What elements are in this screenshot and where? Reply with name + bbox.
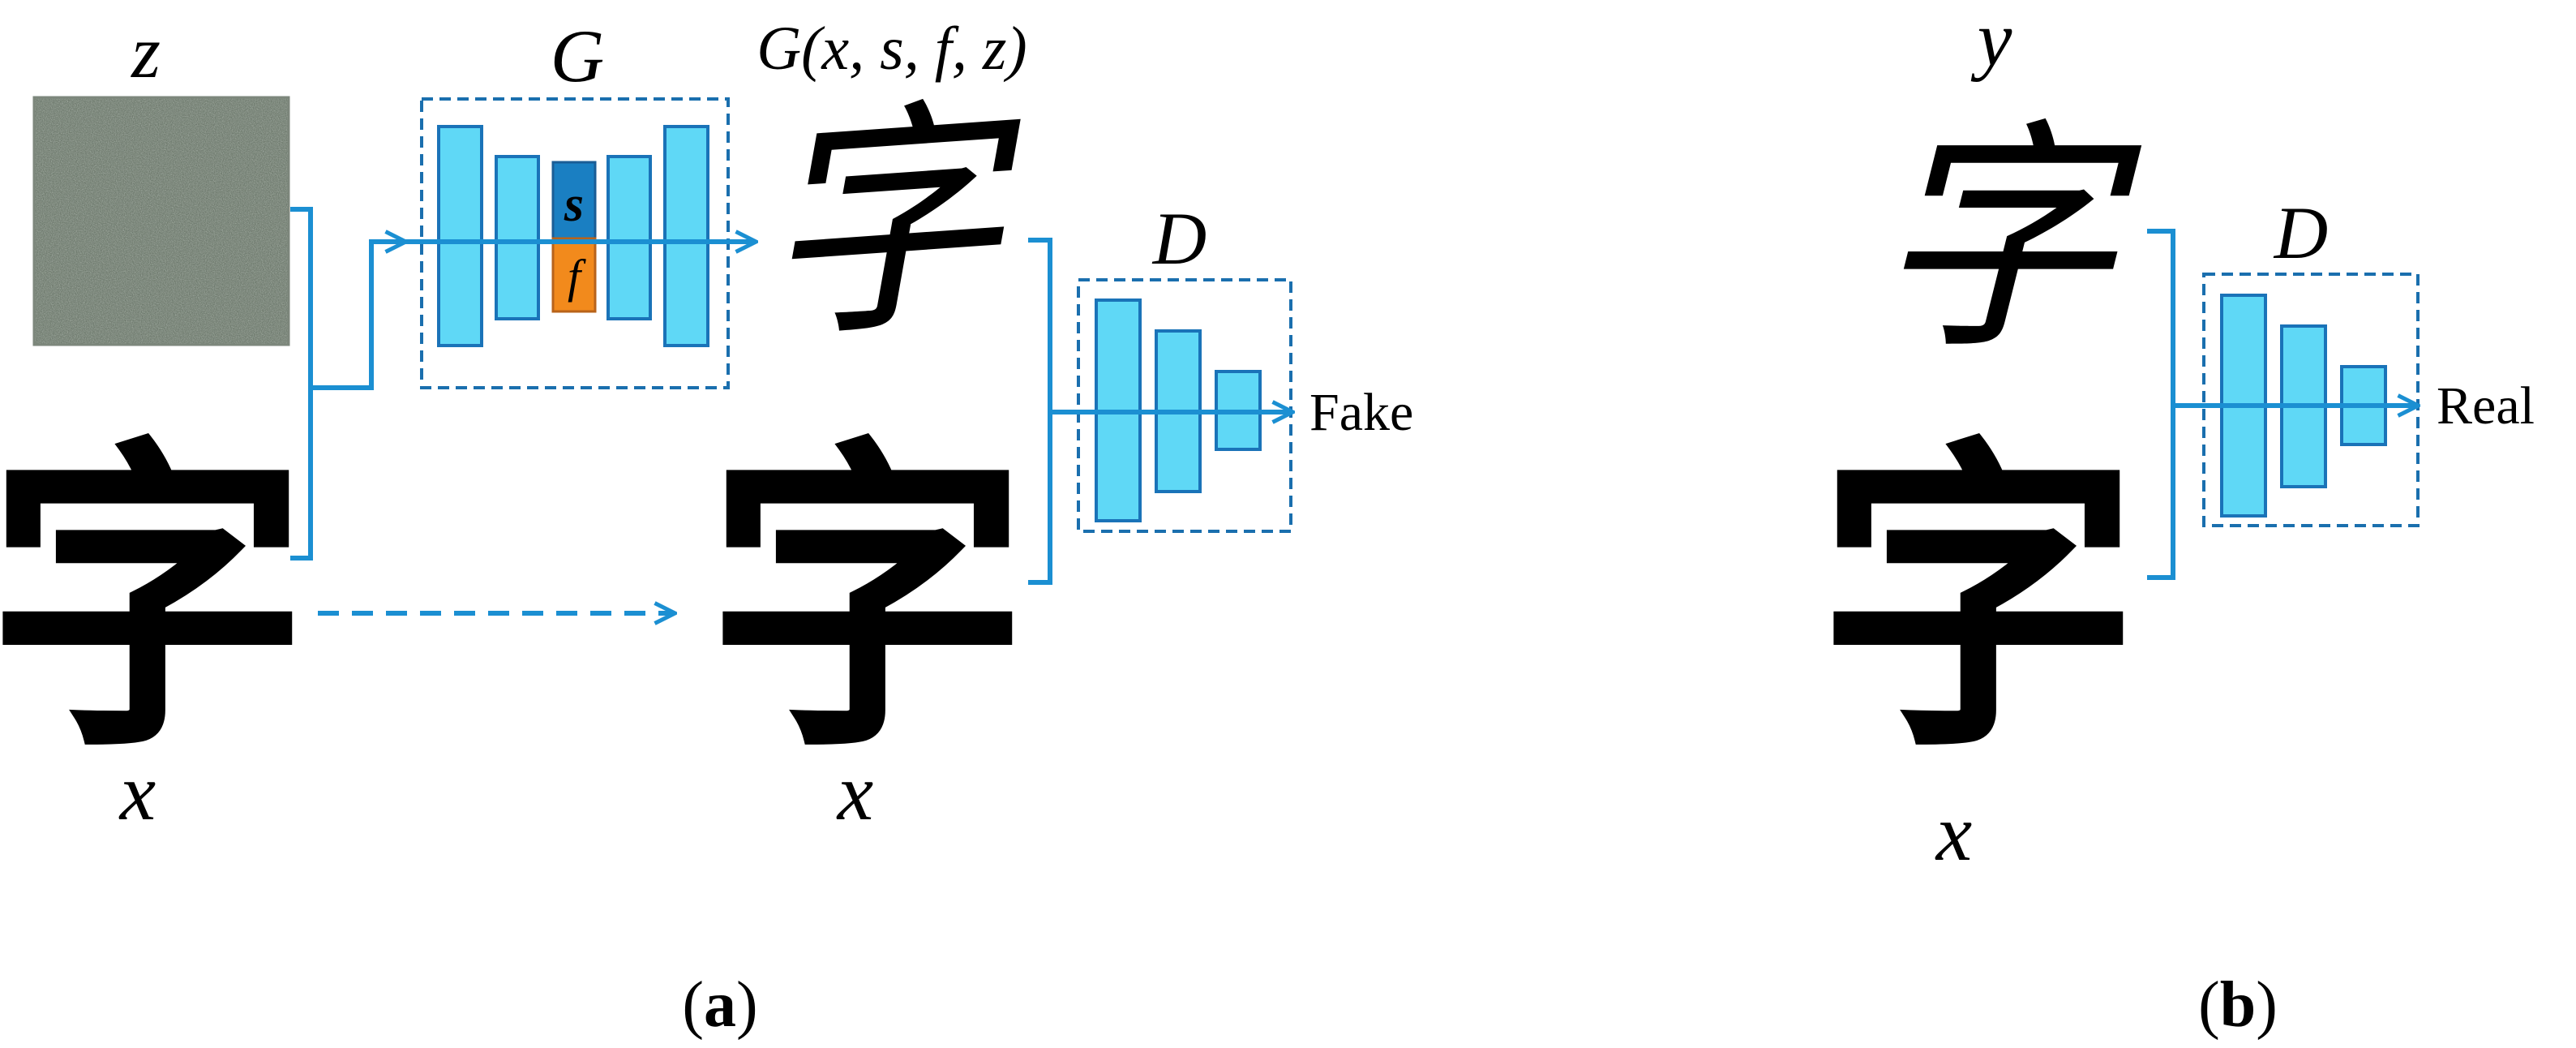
panel-a: z 字 x G s f G(x, s, f, z) 字 字 x — [0, 11, 1413, 1041]
generator-label: G — [551, 15, 604, 97]
target-glyph: 字 — [1873, 99, 2143, 382]
generator-layer-4 — [663, 125, 709, 347]
noise-patch — [32, 96, 290, 346]
discriminator-input-bracket-b — [2147, 229, 2175, 580]
generated-label: G(x, s, f, z) — [757, 15, 1027, 83]
font-code-cell — [551, 237, 597, 313]
noise-label: z — [130, 11, 161, 93]
panel-b: y 字 字 x D Real (b) — [1816, 0, 2535, 1041]
discriminator-label: D — [1151, 197, 1207, 280]
source-glyph: 字 — [0, 414, 310, 791]
generator-layer-1 — [437, 125, 483, 347]
source-glyph-b: 字 — [1816, 414, 2141, 791]
style-code-cell — [551, 161, 597, 240]
style-label: s — [564, 177, 584, 232]
input-merge-bracket — [290, 207, 313, 561]
copied-label: x — [836, 747, 873, 837]
generated-glyph: 字 — [749, 73, 1038, 374]
target-label: y — [1970, 0, 2012, 82]
caption-a: (a) — [682, 969, 757, 1041]
merge-to-generator-line — [311, 242, 404, 390]
source-label-b: x — [1935, 788, 1972, 878]
source-label: x — [118, 747, 156, 837]
generator-layer-2 — [495, 155, 540, 320]
generator-layer-3 — [606, 155, 652, 320]
fake-output-label: Fake — [1309, 383, 1413, 442]
copied-glyph: 字 — [705, 414, 1030, 791]
caption-b: (b) — [2198, 969, 2278, 1041]
real-output-label: Real — [2437, 376, 2535, 436]
discriminator-label-b: D — [2273, 191, 2328, 274]
discriminator-input-bracket — [1028, 238, 1052, 585]
